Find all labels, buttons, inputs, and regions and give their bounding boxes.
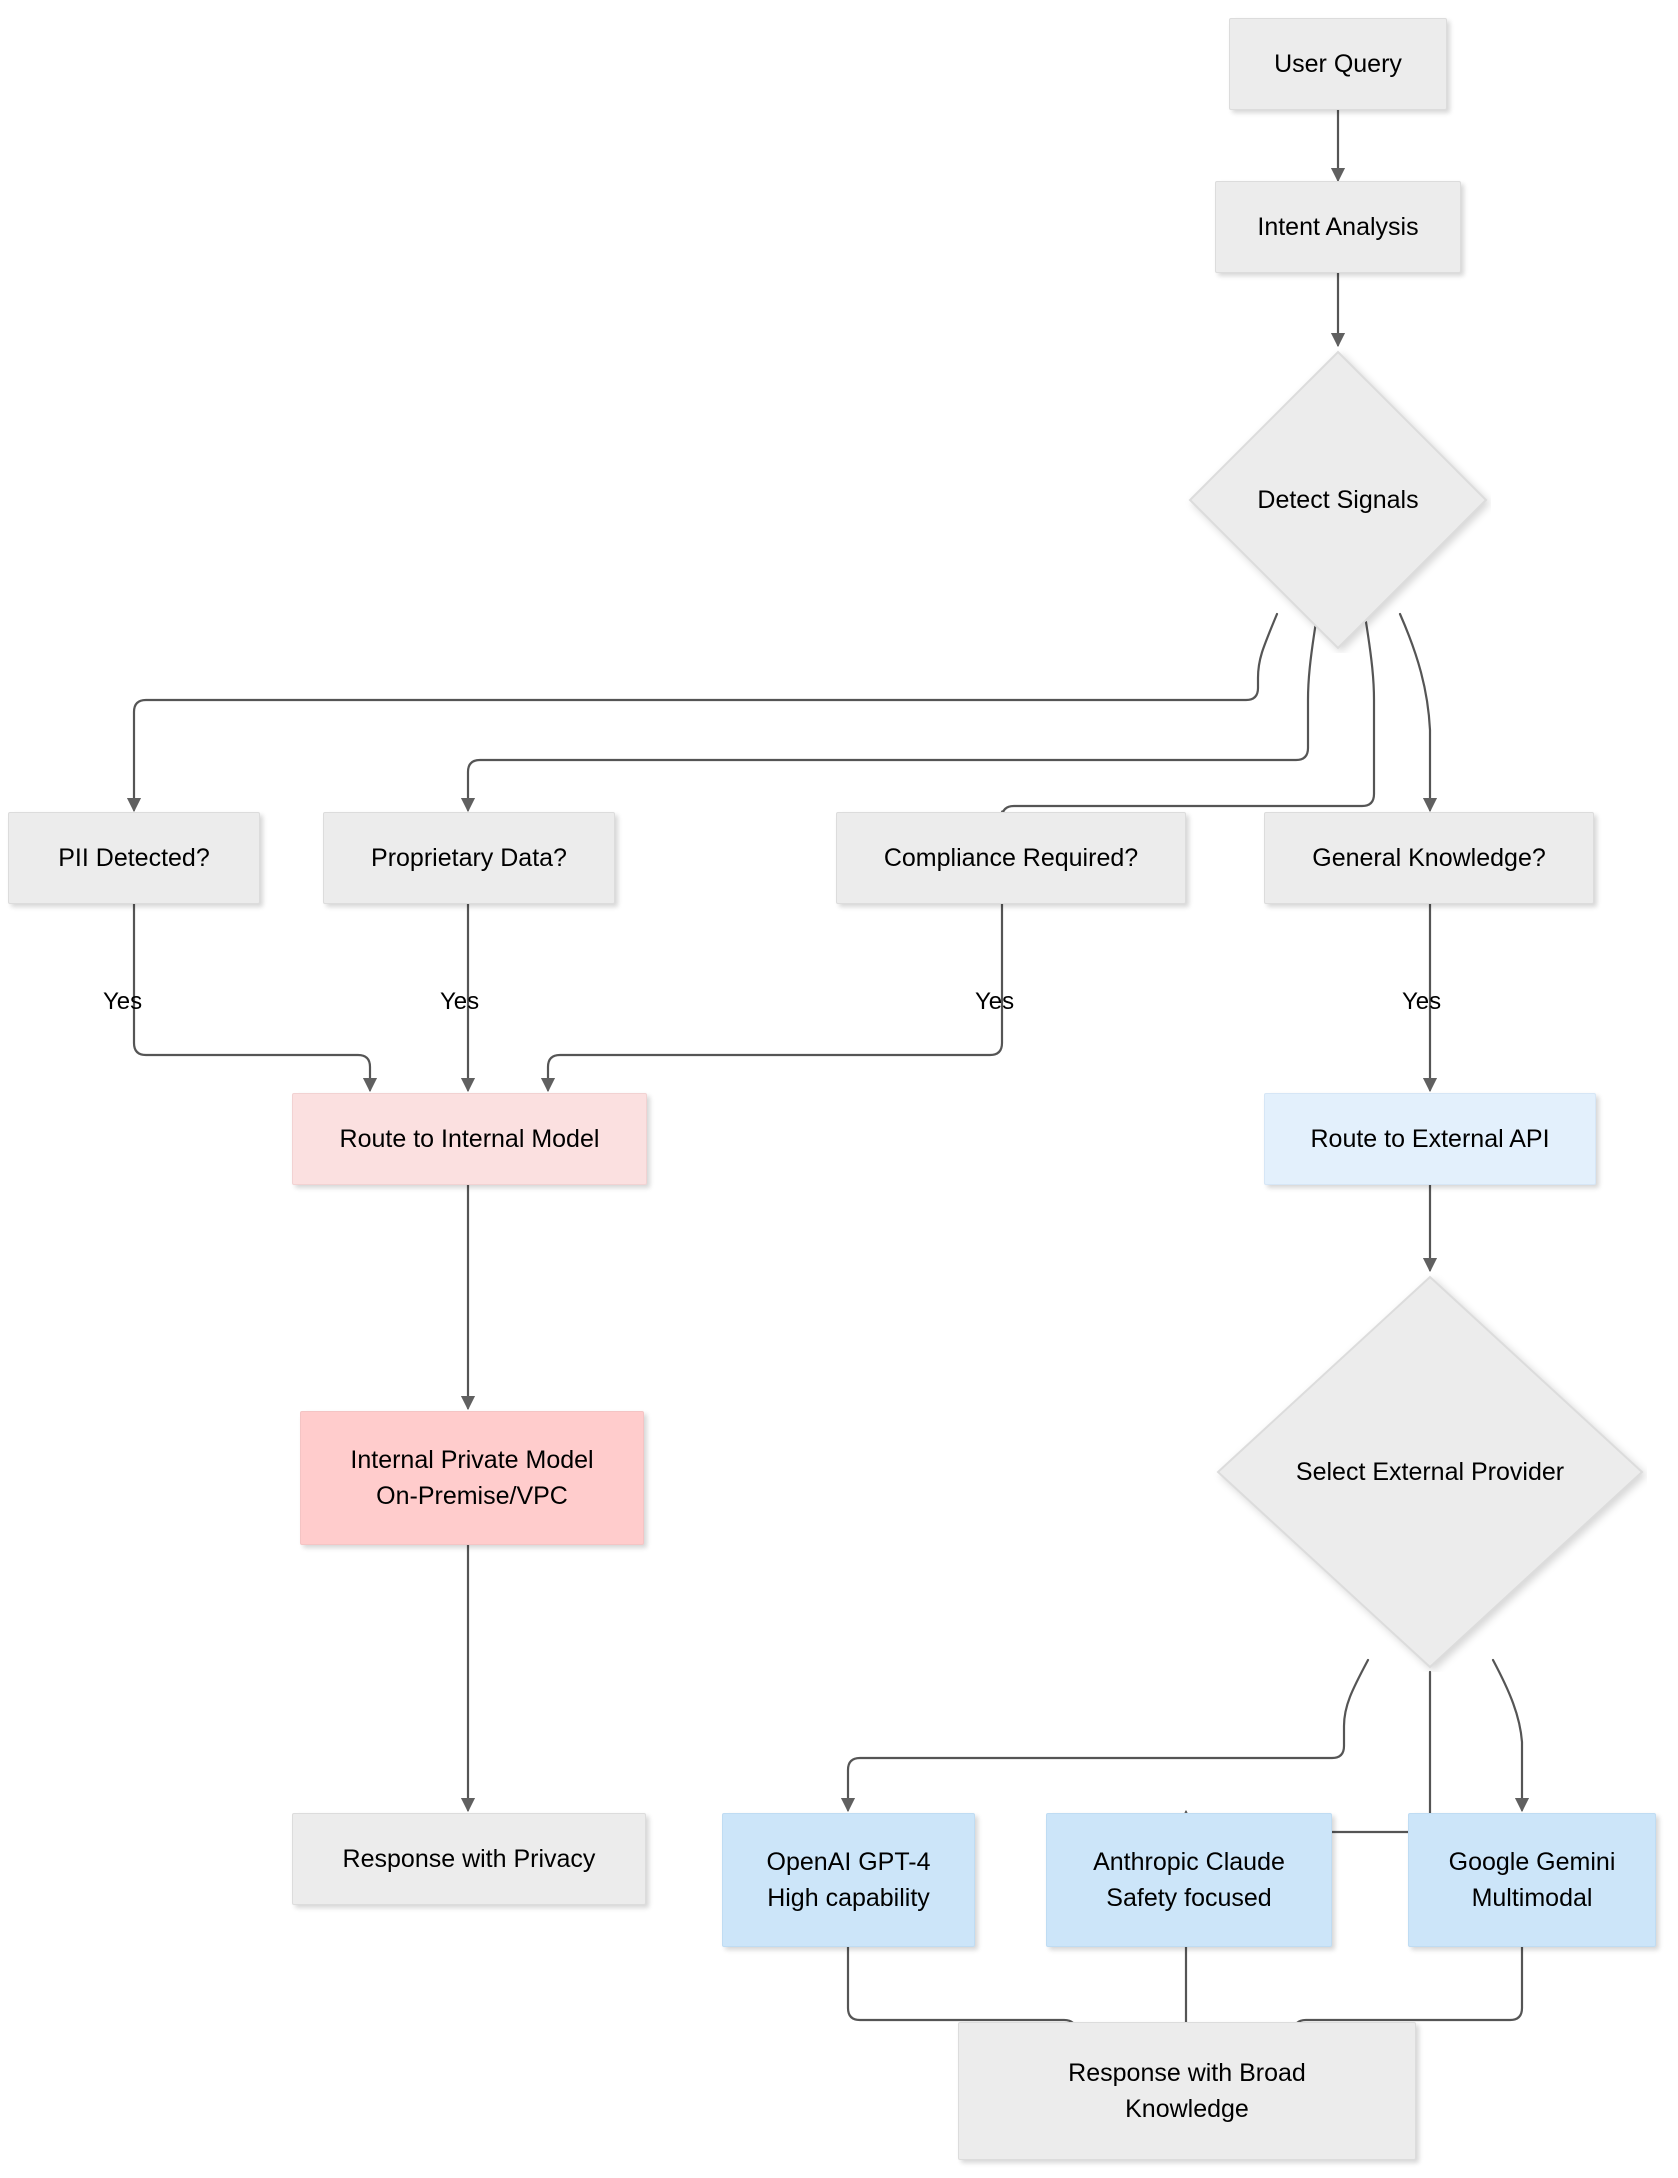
node-general-knowledge-label: General Knowledge? [1312, 843, 1546, 872]
node-proprietary-data[interactable]: Proprietary Data? [323, 812, 615, 904]
node-select-external-provider-label: Select External Provider [1295, 1457, 1565, 1486]
edge-label-proprietary-yes: Yes [440, 988, 479, 1016]
node-user-query[interactable]: User Query [1229, 18, 1447, 110]
edge-select-provider-to-openai [840, 1658, 1370, 1813]
edge-label-general-yes-text: Yes [1402, 988, 1442, 1015]
edge-label-compliance-yes: Yes [975, 988, 1014, 1016]
node-detect-signals-label-wrap: Detect Signals [1185, 347, 1491, 653]
node-response-broad-knowledge-label: Response with Broad Knowledge [1068, 2058, 1306, 2123]
node-internal-private-model-label: Internal Private Model On-Premise/VPC [350, 1445, 594, 1510]
node-anthropic-claude-label: Anthropic Claude Safety focused [1093, 1847, 1285, 1912]
node-pii-detected[interactable]: PII Detected? [8, 812, 260, 904]
node-general-knowledge[interactable]: General Knowledge? [1264, 812, 1594, 904]
node-compliance-required-label: Compliance Required? [883, 843, 1139, 872]
edge-label-proprietary-yes-text: Yes [440, 988, 480, 1015]
node-route-internal-model[interactable]: Route to Internal Model [292, 1093, 647, 1185]
edge-label-compliance-yes-text: Yes [975, 988, 1015, 1015]
node-anthropic-claude[interactable]: Anthropic Claude Safety focused [1046, 1813, 1332, 1947]
node-proprietary-data-label: Proprietary Data? [371, 843, 567, 872]
edge-label-general-yes: Yes [1402, 988, 1441, 1016]
node-detect-signals-label: Detect Signals [1257, 485, 1419, 514]
node-route-external-api[interactable]: Route to External API [1264, 1093, 1596, 1185]
edge-label-pii-yes: Yes [103, 988, 142, 1016]
edge-detect-signals-to-pii-detected [126, 612, 1279, 813]
node-select-external-provider-label-wrap: Select External Provider [1213, 1272, 1647, 1672]
edge-select-provider-to-gemini [1491, 1658, 1530, 1813]
node-select-external-provider[interactable]: Select External Provider [1213, 1272, 1647, 1672]
select-external-provider-diamond-shape [1216, 1275, 1644, 1669]
node-route-external-api-label: Route to External API [1310, 1124, 1550, 1153]
node-google-gemini-label: Google Gemini Multimodal [1448, 1847, 1616, 1912]
node-response-with-privacy-label: Response with Privacy [342, 1844, 596, 1873]
node-intent-analysis-label: Intent Analysis [1257, 212, 1419, 241]
node-response-broad-knowledge[interactable]: Response with Broad Knowledge [958, 2022, 1416, 2160]
node-pii-detected-label: PII Detected? [58, 843, 210, 872]
edge-compliance-required-to-route-internal [540, 901, 1004, 1093]
node-detect-signals[interactable]: Detect Signals [1185, 347, 1491, 653]
node-intent-analysis[interactable]: Intent Analysis [1215, 181, 1461, 273]
node-user-query-label: User Query [1274, 49, 1402, 78]
node-route-internal-model-label: Route to Internal Model [339, 1124, 600, 1153]
node-openai-gpt4-label: OpenAI GPT-4 High capability [766, 1847, 931, 1912]
edge-pii-detected-to-route-internal [132, 901, 378, 1093]
node-google-gemini[interactable]: Google Gemini Multimodal [1408, 1813, 1656, 1947]
node-openai-gpt4[interactable]: OpenAI GPT-4 High capability [722, 1813, 975, 1947]
node-response-with-privacy[interactable]: Response with Privacy [292, 1813, 646, 1905]
node-compliance-required[interactable]: Compliance Required? [836, 812, 1186, 904]
node-internal-private-model[interactable]: Internal Private Model On-Premise/VPC [300, 1411, 644, 1545]
edge-label-pii-yes-text: Yes [103, 988, 143, 1015]
